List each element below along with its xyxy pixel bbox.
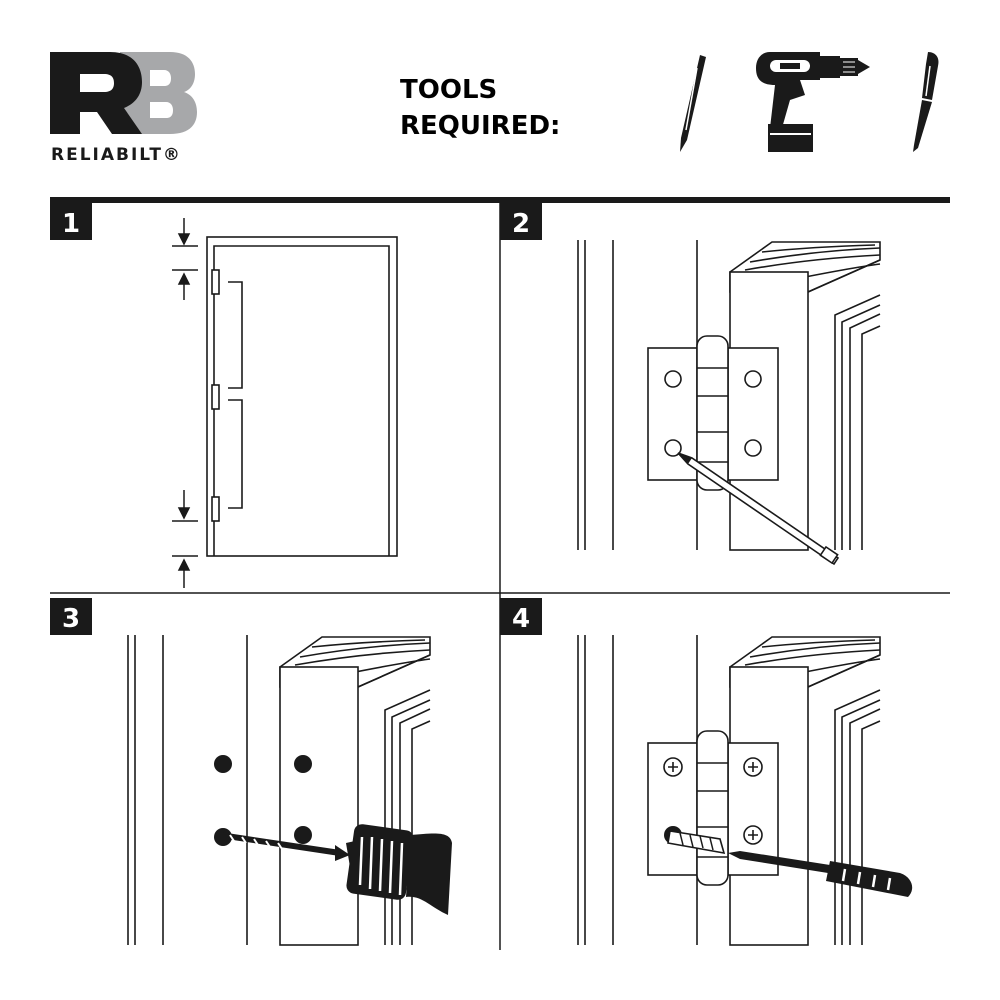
step-3-badge: 3 xyxy=(50,598,92,635)
screw-being-driven xyxy=(664,826,726,855)
reliabilt-logo: RELIABILT® xyxy=(50,52,197,165)
step-1-badge: 1 xyxy=(50,203,92,240)
step-4-badge: 4 xyxy=(500,598,542,635)
logo-letter-r xyxy=(50,52,142,134)
svg-text:3: 3 xyxy=(62,604,80,634)
screwdriver-driving xyxy=(728,851,913,897)
step-4-drive-screws xyxy=(577,634,913,946)
hinge-middle xyxy=(211,384,220,410)
pencil-icon xyxy=(680,55,706,152)
svg-text:4: 4 xyxy=(512,604,530,634)
drill-bit-drilling xyxy=(214,824,452,915)
hinge-bottom xyxy=(211,496,220,522)
svg-text:1: 1 xyxy=(62,209,80,239)
tools-heading-line1: TOOLS xyxy=(400,75,497,105)
step-2-mark-holes xyxy=(577,239,881,566)
step-3-drill-holes xyxy=(127,634,452,946)
logo-wordmark: RELIABILT® xyxy=(51,145,182,165)
step-2-badge: 2 xyxy=(500,203,542,240)
pencil-marking xyxy=(677,452,840,566)
screwdriver-icon xyxy=(913,52,939,152)
drill-icon xyxy=(756,52,870,152)
measurement-arrows xyxy=(172,218,198,588)
hinge-top xyxy=(211,269,220,295)
tools-heading-line2: REQUIRED: xyxy=(400,111,560,141)
step-1-door-elevation xyxy=(172,218,398,588)
svg-text:2: 2 xyxy=(512,209,530,239)
